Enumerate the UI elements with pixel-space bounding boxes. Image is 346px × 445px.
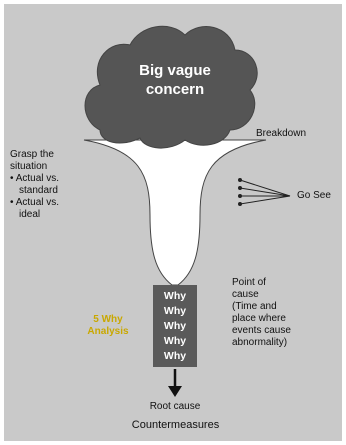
cloud-label: Big vague concern [120, 62, 230, 100]
grasp-line1: Grasp the [10, 149, 90, 161]
why-label-2: Why [155, 305, 195, 318]
grasp-bullet2-a: • Actual vs. [10, 197, 90, 209]
point-of-cause-line4: place where [232, 313, 327, 325]
breakdown-label: Breakdown [256, 128, 306, 140]
root-cause-label: Root cause [145, 401, 205, 413]
why-label-5: Why [155, 350, 195, 363]
cloud-label-line2: concern [120, 81, 230, 100]
go-see-label: Go See [297, 190, 331, 202]
cloud-label-line1: Big vague [120, 62, 230, 81]
grasp-line2: situation [10, 161, 90, 173]
point-of-cause-label: Point of cause (Time and place where eve… [232, 277, 327, 349]
five-why-line1: 5 Why [78, 314, 138, 326]
grasp-bullet2-b: ideal [10, 209, 90, 221]
grasp-bullet1-a: • Actual vs. [10, 173, 90, 185]
five-why-analysis-label: 5 Why Analysis [78, 314, 138, 338]
grasp-situation-label: Grasp the situation • Actual vs. standar… [10, 149, 90, 221]
point-of-cause-line3: (Time and [232, 301, 327, 313]
why-label-4: Why [155, 335, 195, 348]
five-why-line2: Analysis [78, 326, 138, 338]
grasp-bullet1-b: standard [10, 185, 90, 197]
point-of-cause-line5: events cause [232, 325, 327, 337]
countermeasures-label: Countermeasures [118, 419, 233, 432]
point-of-cause-line6: abnormality) [232, 337, 327, 349]
point-of-cause-line2: cause [232, 289, 327, 301]
why-label-1: Why [155, 290, 195, 303]
why-label-3: Why [155, 320, 195, 333]
point-of-cause-line1: Point of [232, 277, 327, 289]
